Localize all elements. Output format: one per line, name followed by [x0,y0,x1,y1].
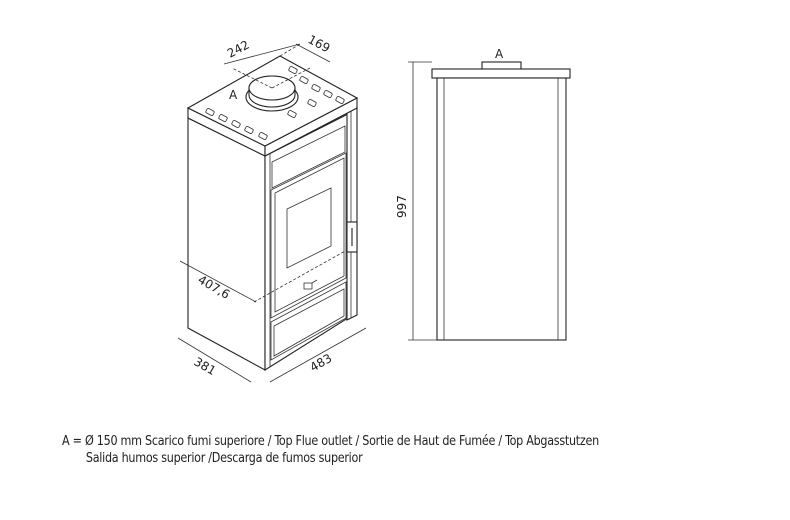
flue-label-side: A [495,47,504,61]
side-panel [187,117,266,371]
door [270,152,347,319]
dim-381: 381 [192,354,219,378]
isometric-view: A 242 169 407,6 381 483 [177,32,367,383]
caption-line-2: Salida humos superior /Descarga de fumos… [85,450,363,466]
flue-label: A [229,88,238,102]
vent-slot [287,110,297,118]
vent-slot [244,126,254,134]
side-view: A 997 [395,47,571,341]
legend-caption: A = Ø 150 mm Scarico fumi superiore / To… [62,433,599,467]
door-handle [303,282,313,290]
side-column [346,106,358,321]
top-slab-side [431,68,571,79]
dim-483: 483 [308,351,335,375]
front-panel [264,113,349,371]
vent-slot [205,108,215,116]
dim-242: 242 [225,38,252,61]
vent-slot [288,66,298,74]
ash-drawer [270,281,347,361]
vent-slot [299,76,309,84]
vent-slot [258,132,268,140]
vent-slot [323,90,333,98]
door-window [286,187,332,269]
dim-169: 169 [306,32,333,55]
vent-slot [307,99,317,107]
vent-slot [311,84,321,92]
vent-slot [335,96,345,104]
dim-997: 997 [395,195,409,218]
body-side [436,77,567,341]
vent-slot [231,120,241,128]
vent-slots [205,66,345,140]
upper-panel [271,125,346,189]
vent-slot [218,114,228,122]
caption-line-1: A = Ø 150 mm Scarico fumi superiore / To… [62,433,599,449]
